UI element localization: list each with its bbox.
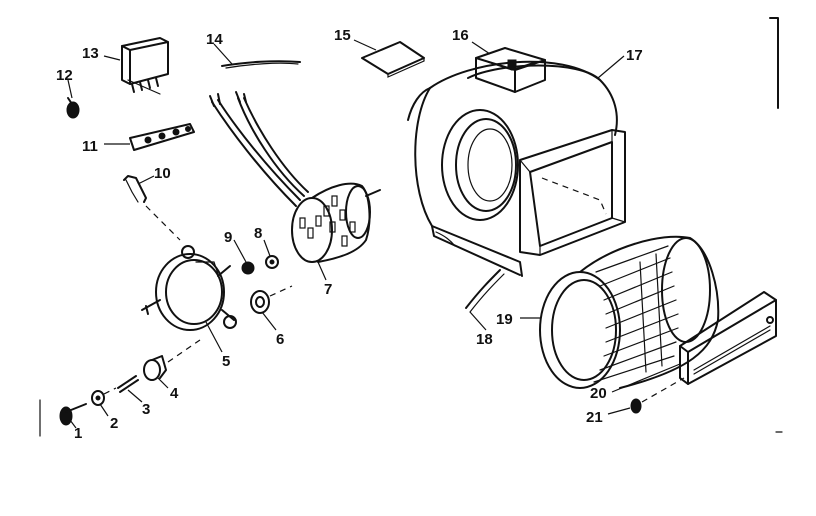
washer-2	[91, 390, 105, 406]
bolt-10	[123, 175, 147, 203]
blower-housing	[407, 60, 626, 277]
cover-plate	[361, 41, 425, 78]
callout-13: 13	[82, 45, 99, 62]
callout-1: 1	[74, 425, 82, 442]
callout-3: 3	[142, 401, 150, 418]
washer-6	[250, 290, 270, 314]
callout-17: 17	[626, 47, 643, 64]
pin-3	[117, 375, 139, 393]
nut-9	[241, 261, 255, 275]
callout-15: 15	[334, 27, 351, 44]
callout-7: 7	[324, 281, 332, 298]
bushing-4	[143, 355, 167, 381]
wire-harness-strip	[221, 60, 301, 69]
callout-18: 18	[476, 331, 493, 348]
screw-12	[66, 97, 80, 119]
callout-10: 10	[154, 165, 171, 182]
callout-4: 4	[170, 385, 179, 402]
page-edge-mark	[769, 17, 779, 109]
nut-21	[630, 398, 642, 414]
cutoff-plate	[679, 291, 777, 385]
callout-2: 2	[110, 415, 118, 432]
wire-clip-18	[465, 269, 505, 313]
callout-8: 8	[254, 225, 262, 242]
capacitor	[121, 37, 169, 95]
motor-mount-ring	[141, 245, 237, 331]
bolt-10-dashline	[145, 205, 181, 241]
screw-axis-dashline	[103, 387, 117, 395]
callout-19: 19	[496, 311, 513, 328]
blower-wheel	[539, 235, 720, 389]
motor-axis-dashline	[269, 285, 293, 297]
callout-14: 14	[206, 31, 223, 48]
nut-21-dashline	[641, 377, 685, 403]
callout-12: 12	[56, 67, 73, 84]
callout-11: 11	[82, 138, 98, 155]
blower-motor	[291, 182, 381, 263]
callout-9: 9	[224, 229, 232, 246]
terminal-strip	[129, 123, 195, 151]
leader-lines	[67, 39, 681, 429]
bushing-axis-dashline	[167, 339, 201, 363]
top-bracket	[475, 47, 546, 93]
screw-1	[59, 403, 87, 426]
washer-8	[265, 255, 279, 269]
callout-labels: 1 2 3 4 5 6 7 8 9 10 11 12 13 14 15 16 1…	[56, 27, 643, 442]
callout-16: 16	[452, 27, 469, 44]
motor-lead-wires	[209, 91, 309, 207]
callout-20: 20	[590, 385, 607, 402]
callout-5: 5	[222, 353, 230, 370]
callout-6: 6	[276, 331, 284, 348]
callout-21: 21	[586, 409, 603, 426]
